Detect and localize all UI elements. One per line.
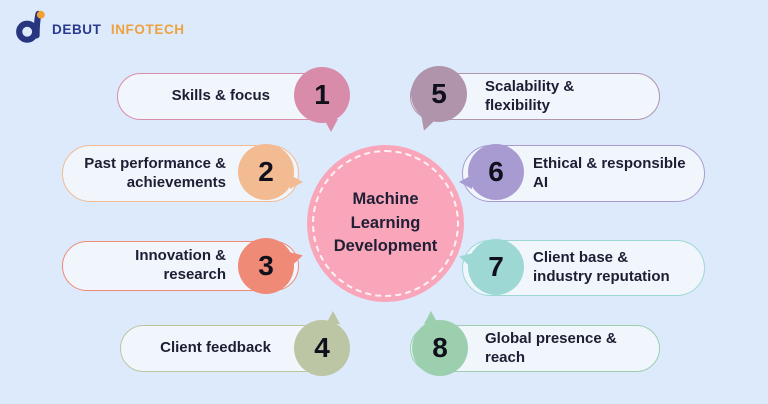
factor-number-7: 7: [488, 251, 504, 282]
factor-label-5: Scalability & flexibility: [485, 77, 575, 114]
factor-number-2: 2: [258, 156, 274, 187]
factor-number-badge-2: 2: [238, 144, 303, 200]
factor-label-8: Global presence & reach: [485, 329, 617, 366]
factor-number-badge-8: 8: [412, 311, 468, 376]
speech-tail-7: [457, 249, 474, 267]
factor-number-badge-5: 5: [411, 66, 467, 133]
brand-name-first: DEBUT: [52, 22, 102, 37]
brand-name-second: INFOTECH: [110, 22, 185, 37]
factor-label-3: Innovation & research: [135, 247, 226, 283]
speech-tail-5: [417, 116, 435, 133]
debut-d-logo-icon: [14, 10, 46, 49]
factor-label-6: Ethical & responsible AI: [533, 154, 686, 191]
factor-number-8: 8: [432, 332, 448, 363]
speech-tail-8: [424, 311, 438, 324]
speech-tail-2: [290, 175, 303, 189]
factor-number-6: 6: [488, 156, 504, 187]
center-topic-circle: Machine Learning Development: [307, 145, 464, 302]
brand-logo: DEBUT INFOTECH: [14, 10, 185, 49]
factor-number-badge-3: 3: [238, 238, 305, 294]
factor-label-7: Client base & industry reputation: [533, 249, 670, 285]
factor-number-badge-4: 4: [294, 311, 350, 376]
speech-tail-4: [326, 311, 340, 324]
factor-label-1: Skills & focus: [171, 87, 270, 105]
speech-tail-6: [459, 175, 472, 189]
factor-number-4: 4: [314, 332, 330, 363]
factor-number-1: 1: [314, 79, 330, 110]
factor-number-badge-6: 6: [459, 144, 524, 200]
center-topic-title: Machine Learning Development: [333, 190, 438, 256]
factor-number-5: 5: [431, 78, 447, 109]
factor-number-3: 3: [258, 250, 274, 281]
factor-label-2: Past performance & achievements: [84, 154, 226, 191]
factor-number-badge-7: 7: [457, 239, 524, 295]
speech-tail-1: [324, 119, 338, 132]
speech-tail-3: [288, 248, 305, 266]
factor-number-badge-1: 1: [294, 67, 350, 132]
brand-name: DEBUT INFOTECH: [52, 22, 185, 37]
factor-label-4: Client feedback: [160, 339, 271, 357]
